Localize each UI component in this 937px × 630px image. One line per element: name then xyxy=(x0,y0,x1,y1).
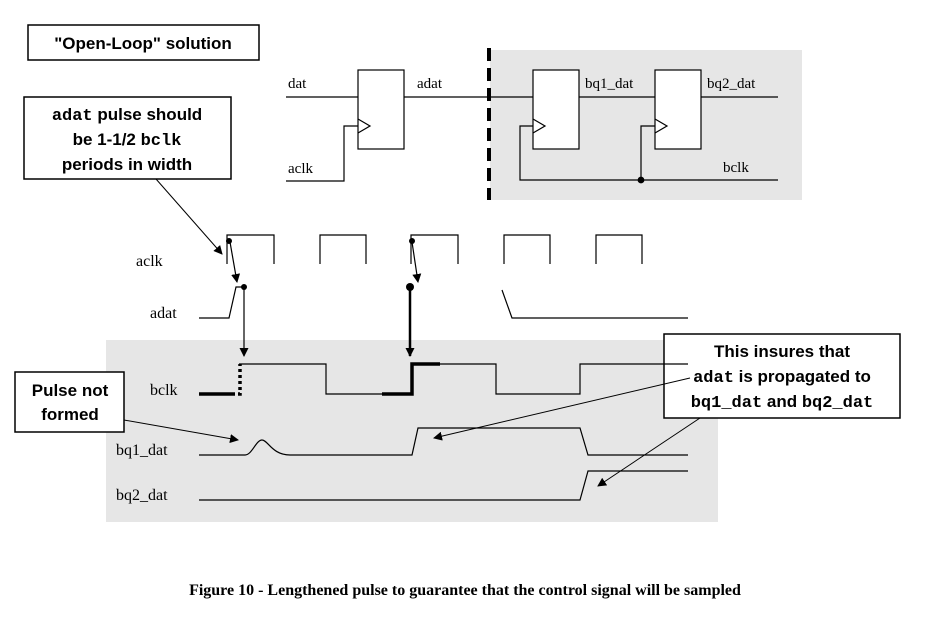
callout-is-propagated: is propagated to xyxy=(734,367,871,386)
wave-label-bq2-dat: bq2_dat xyxy=(116,487,168,504)
wave-label-bclk: bclk xyxy=(150,382,178,399)
bclk-junction-dot xyxy=(637,176,645,184)
callout-this-insures: This insures that xyxy=(714,342,850,361)
wave-label-bq1-dat: bq1_dat xyxy=(116,442,168,459)
bq1-flip-flop xyxy=(532,69,580,150)
figure-caption: Figure 10 - Lengthened pulse to guarante… xyxy=(189,582,741,599)
adat-ff-clock-symbol xyxy=(357,118,372,134)
aclk-waveform xyxy=(226,234,643,264)
callout-periods-in-width: periods in width xyxy=(62,155,192,174)
callout-pulse-should: pulse should xyxy=(93,105,203,124)
bclk-bold-segment-2 xyxy=(382,362,440,396)
adat-flip-flop xyxy=(357,69,405,150)
label-adat: adat xyxy=(417,76,443,92)
pulse-not-formed-callout: Pulse not formed xyxy=(14,371,125,433)
bq2-flip-flop xyxy=(654,69,702,150)
callout-and: and xyxy=(762,392,802,411)
label-aclk: aclk xyxy=(288,161,313,177)
adat-edge-dot-2 xyxy=(406,283,414,291)
pulse-not-formed-pointer xyxy=(123,419,239,444)
aclk-to-adat-arrow-2 xyxy=(411,241,422,283)
callout-pulse-not: Pulse not xyxy=(32,381,109,400)
callout-bq2-mono: bq2_dat xyxy=(802,394,873,413)
svg-text:be 1-1/2 bclk: be 1-1/2 bclk xyxy=(73,130,182,151)
aclk-to-adat-arrow-1 xyxy=(229,241,241,283)
waveforms xyxy=(199,234,688,501)
svg-text:adat is propagated to: adat is propagated to xyxy=(693,367,871,388)
aclk-edge-dot-2 xyxy=(409,238,415,244)
schematic xyxy=(286,48,778,200)
wave-label-aclk: aclk xyxy=(136,253,163,270)
svg-text:bq1_dat and bq2_dat: bq1_dat and bq2_dat xyxy=(691,392,874,413)
adat-waveform-fall xyxy=(501,289,688,319)
callout-bclk-mono: bclk xyxy=(141,132,182,151)
aclk-edge-dot-1 xyxy=(226,238,232,244)
wave-label-adat: adat xyxy=(150,305,177,322)
callout-adat-mono: adat xyxy=(52,107,93,126)
callout-be-1-1-2: be 1-1/2 xyxy=(73,130,141,149)
label-bclk: bclk xyxy=(723,160,749,176)
label-dat: dat xyxy=(288,76,307,92)
bclk-dotted-edge xyxy=(232,364,242,396)
insures-pointer-bq2 xyxy=(597,417,701,487)
svg-text:adat pulse should: adat pulse should xyxy=(52,105,202,126)
bq1-dat-waveform xyxy=(199,427,688,456)
insures-callout: This insures that adat is propagated to … xyxy=(663,333,901,419)
callout-formed: formed xyxy=(41,405,99,424)
label-bq1-dat: bq1_dat xyxy=(585,76,634,92)
pulse-width-pointer xyxy=(155,178,223,255)
label-bq2-dat: bq2_dat xyxy=(707,76,756,92)
title-box: "Open-Loop" solution xyxy=(27,24,260,61)
pulse-width-callout: adat pulse should be 1-1/2 bclk periods … xyxy=(23,96,232,180)
adat-edge-dot-1 xyxy=(241,284,247,290)
callout-bq1-mono: bq1_dat xyxy=(691,394,762,413)
adat-waveform xyxy=(199,286,244,319)
callout-adat-mono-2: adat xyxy=(693,369,734,388)
bq2-dat-waveform xyxy=(199,470,600,501)
title-text: "Open-Loop" solution xyxy=(54,34,232,53)
